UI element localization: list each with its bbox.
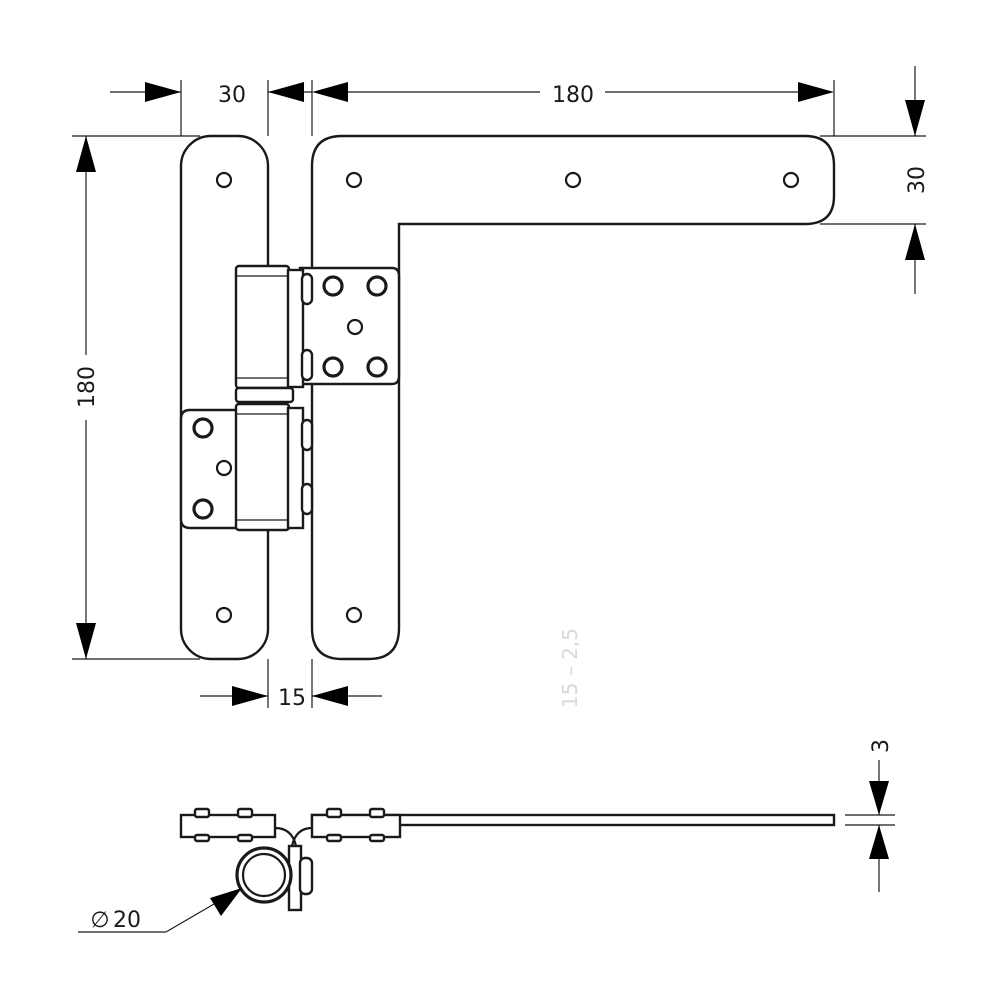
- plate-screw: [366, 356, 388, 378]
- mounting-hole: [345, 606, 363, 624]
- diameter-symbol: ∅: [90, 908, 109, 933]
- mounting-hole: [215, 171, 233, 189]
- mounting-hole: [345, 171, 363, 189]
- fastener-head: [300, 272, 314, 306]
- mounting-hole: [564, 171, 582, 189]
- plate-screw: [192, 417, 214, 439]
- thickness-dimension: [845, 760, 895, 892]
- side-right-block: [310, 813, 402, 839]
- dim-180-left: 180: [75, 366, 100, 408]
- side-screw-head: [368, 833, 386, 843]
- knuckle-spacer: [234, 386, 295, 404]
- diameter-leader: [78, 888, 242, 933]
- barrel-inner: [241, 852, 287, 898]
- dim-30-right: 30: [905, 166, 930, 194]
- l-shaped-leaf: [310, 134, 836, 661]
- mounting-hole: [215, 606, 233, 624]
- side-screw-head: [193, 833, 211, 843]
- fastener-head: [300, 348, 314, 382]
- plate-center-hole: [346, 318, 364, 336]
- lower-mounting-plate: [179, 408, 247, 530]
- side-screw-head: [368, 807, 386, 819]
- knuckle-fastener: [286, 406, 305, 530]
- side-screw-head: [325, 807, 343, 819]
- side-screw-head: [325, 833, 343, 843]
- side-fastener-head: [298, 856, 314, 896]
- faint-tolerance-note: 15 – 2,5: [558, 628, 582, 708]
- fastener-head: [300, 482, 314, 516]
- plate-screw: [192, 498, 214, 520]
- front-view: [179, 134, 836, 661]
- side-left-block: [179, 813, 277, 839]
- dim-30-top: 30: [218, 83, 246, 108]
- dim-180-top: 180: [552, 83, 594, 108]
- plate-screw: [322, 275, 344, 297]
- plate-screw: [366, 275, 388, 297]
- lower-knuckle: [234, 402, 291, 532]
- plate-center-hole: [215, 459, 233, 477]
- mounting-hole: [782, 171, 800, 189]
- side-screw-head: [193, 807, 211, 819]
- fastener-head: [300, 418, 314, 452]
- dimension-lines: [72, 66, 926, 708]
- dim-3-thickness: 3: [869, 739, 894, 753]
- dim-diameter-20: 20: [113, 908, 141, 933]
- dim-15-gap: 15: [278, 686, 306, 711]
- side-screw-head: [236, 833, 254, 843]
- side-screw-head: [236, 807, 254, 819]
- knuckle-fastener: [286, 268, 305, 389]
- upper-knuckle: [234, 264, 291, 390]
- side-view: [179, 807, 836, 912]
- plate-screw: [322, 356, 344, 378]
